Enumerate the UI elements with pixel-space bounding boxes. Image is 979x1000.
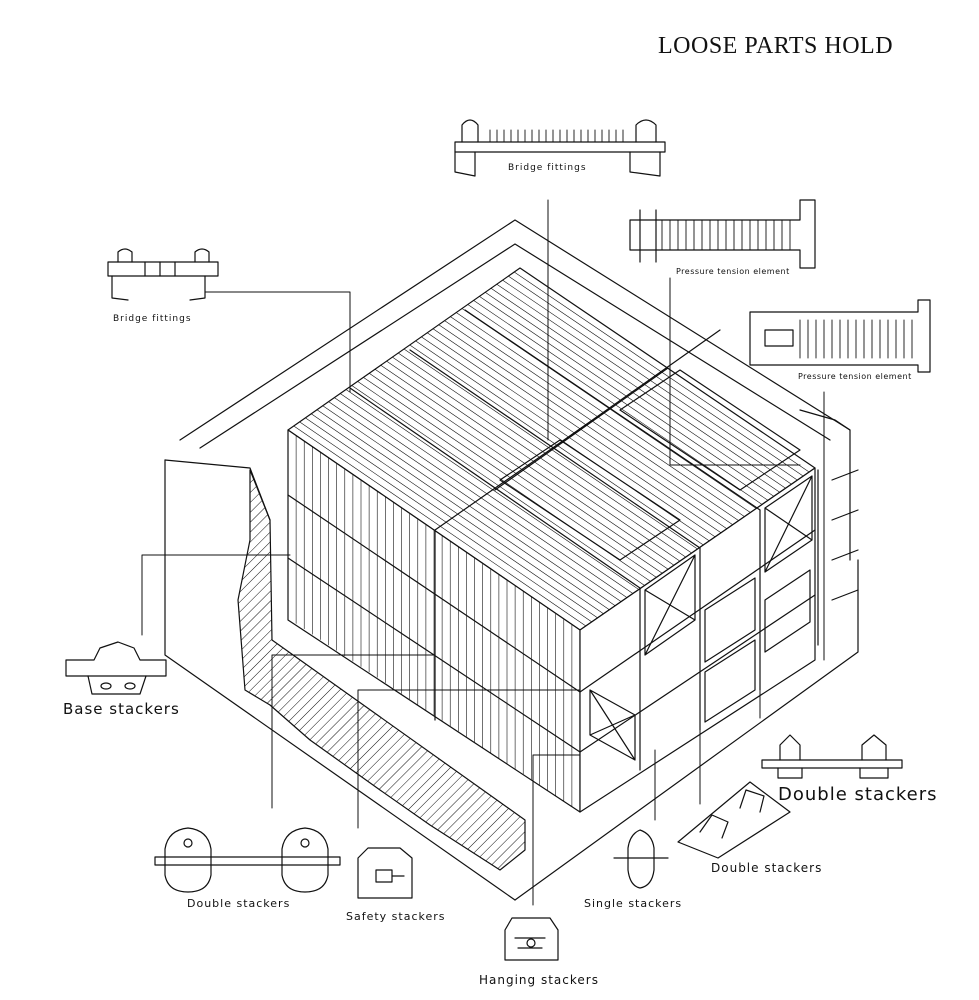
label-hanging-stackers: Hanging stackers xyxy=(479,973,599,987)
callout-leaders xyxy=(141,199,825,906)
double-stacker-right-drawing xyxy=(761,734,903,779)
double-stacker-center-drawing xyxy=(677,781,791,859)
label-pressure-tension-1: Pressure tension element xyxy=(676,267,790,276)
safety-stacker-drawing xyxy=(357,847,413,899)
label-single-stackers: Single stackers xyxy=(584,897,683,910)
label-bridge-fittings-left: Bridge fittings xyxy=(113,314,192,324)
label-double-stackers-center: Double stackers xyxy=(711,861,823,875)
bridge-fitting-top-drawing xyxy=(454,119,666,177)
label-pressure-tension-2: Pressure tension element xyxy=(798,372,912,381)
diagram-title: LOOSE PARTS HOLD xyxy=(658,33,894,59)
container-corrugation xyxy=(293,271,810,807)
pressure-tension-element-2-drawing xyxy=(749,299,931,373)
bridge-fitting-left-drawing xyxy=(107,248,219,301)
label-double-stackers-left: Double stackers xyxy=(187,897,291,910)
ship-hold-outline xyxy=(164,219,859,901)
single-stacker-drawing xyxy=(613,829,669,889)
label-bridge-fittings-top: Bridge fittings xyxy=(508,163,587,173)
label-safety-stackers: Safety stackers xyxy=(346,910,446,923)
double-stacker-left-drawing xyxy=(154,827,341,893)
label-base-stackers: Base stackers xyxy=(63,700,180,718)
pressure-tension-element-1-drawing xyxy=(629,199,816,269)
hanging-stacker-drawing xyxy=(504,917,559,961)
hold-hatched-wall xyxy=(237,469,526,871)
base-stacker-drawing xyxy=(65,641,167,695)
label-double-stackers-right: Double stackers xyxy=(778,784,938,805)
